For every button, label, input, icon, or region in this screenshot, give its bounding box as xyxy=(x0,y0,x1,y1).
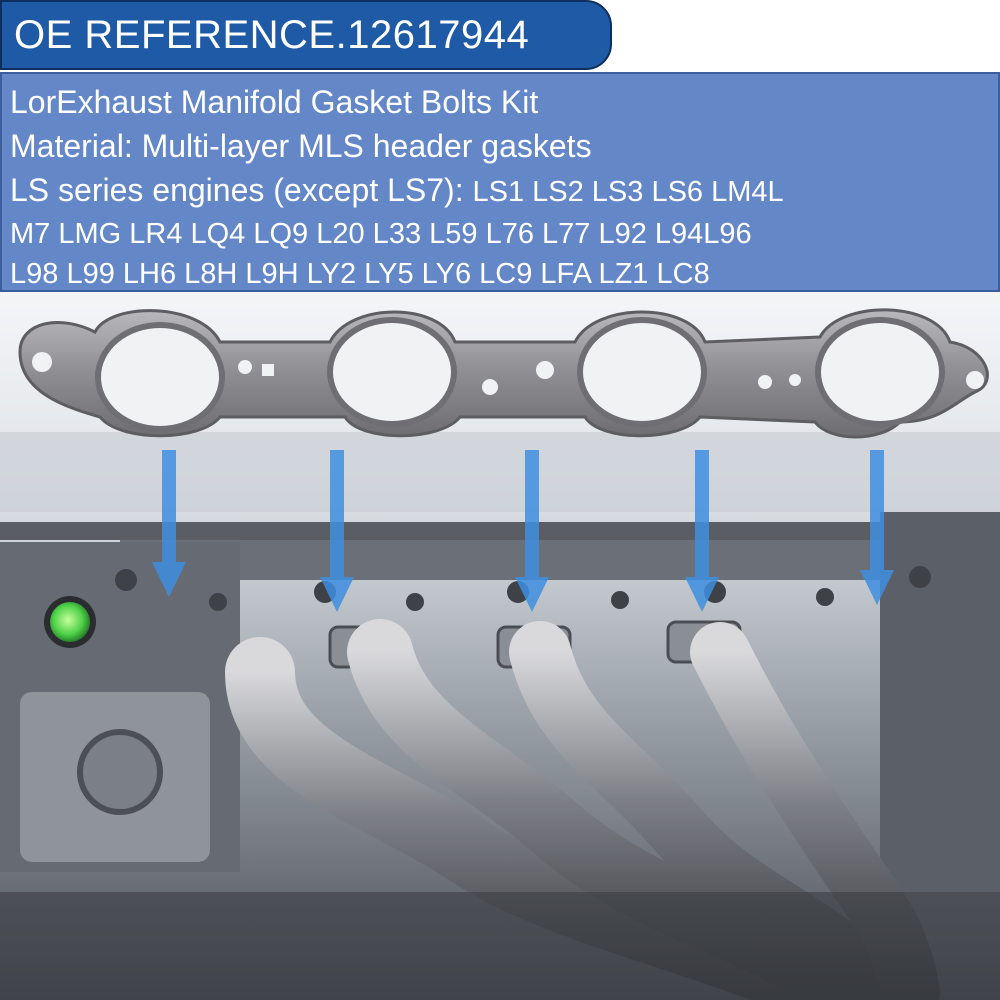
material-line: Material: Multi-layer MLS header gaskets xyxy=(10,128,592,164)
exhaust-gasket-icon xyxy=(18,308,989,439)
oe-reference-banner: OE REFERENCE.12617944 xyxy=(0,0,612,70)
engine-photo-illustration xyxy=(0,292,1000,1000)
compatibility-line: LS series engines (except LS7): LS1 LS2 … xyxy=(10,168,998,214)
down-arrow-icon xyxy=(152,450,894,612)
models-line-2: M7 LMG LR4 LQ4 LQ9 L20 L33 L59 L76 L77 L… xyxy=(10,218,752,250)
compatibility-models: LS1 LS2 LS3 LS6 LM4L xyxy=(472,176,784,208)
oe-reference-text: OE REFERENCE.12617944 xyxy=(14,13,530,57)
engine-illustration xyxy=(0,292,1000,1000)
product-info-panel: LorExhaust Manifold Gasket Bolts Kit Mat… xyxy=(0,72,1000,292)
compatibility-prefix: LS series engines (except LS7): xyxy=(10,172,464,208)
models-line-3: L98 L99 LH6 L8H L9H LY2 LY5 LY6 LC9 LFA … xyxy=(10,258,710,290)
product-title: LorExhaust Manifold Gasket Bolts Kit xyxy=(10,84,539,120)
